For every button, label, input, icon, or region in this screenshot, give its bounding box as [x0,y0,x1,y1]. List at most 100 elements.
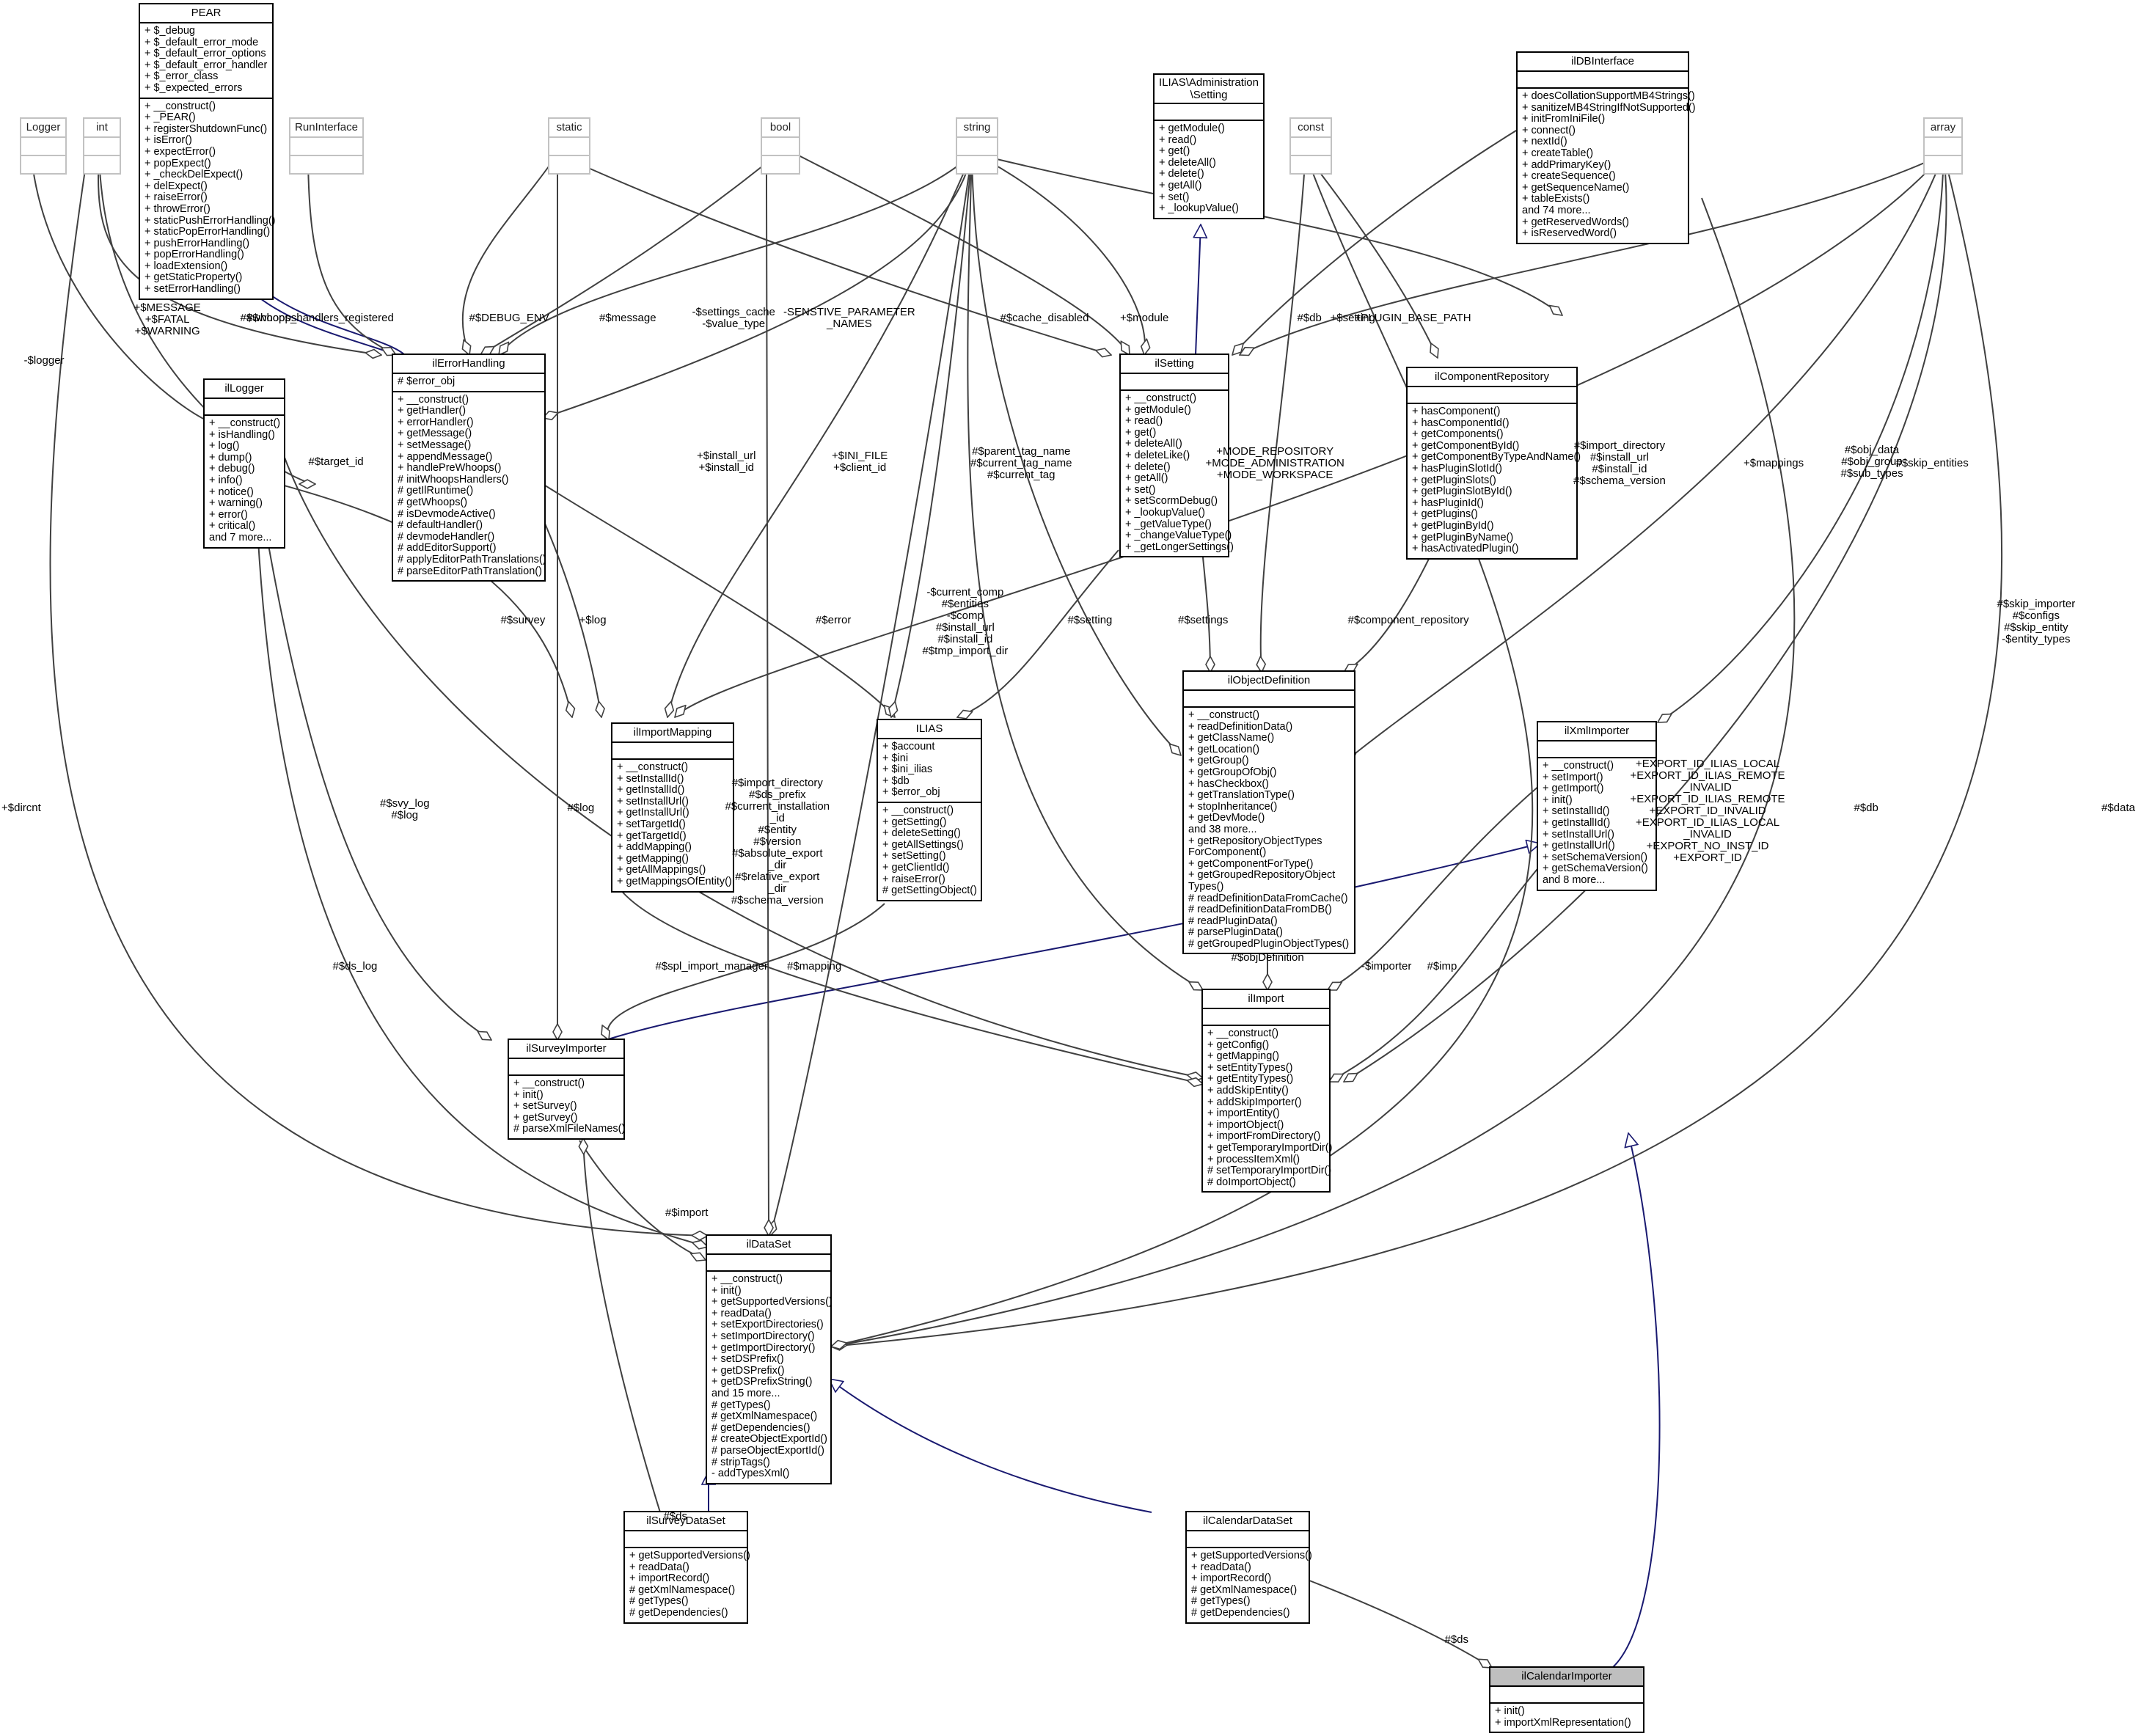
class-member: + readDefinitionData() [1188,720,1293,733]
edge-label: +$mappings [1744,457,1804,469]
class-ildbinterface[interactable]: ilDBInterface + doesCollationSupportMB4S… [1516,51,1696,244]
class-member: + createSequence() [1522,170,1616,183]
class-illogger[interactable]: ilLogger + __construct()+ isHandling()+ … [203,378,285,549]
assoc-edge [795,153,1130,355]
operations: + __construct()+ _PEAR()+ registerShutdo… [140,99,276,299]
class-ilias[interactable]: ILIAS + $account+ $ini+ $ini_ilias+ $db+… [877,719,982,901]
assoc-edge [770,153,973,1236]
class-ilias-administration-setting[interactable]: ILIAS\Administration \Setting + getModul… [1153,73,1265,219]
operations: + getSupportedVersions()+ readData()+ im… [625,1548,750,1622]
class-title: ilSurveyImporter [509,1040,623,1059]
class-member: + get() [1125,426,1157,439]
class-member: + getSetting() [882,816,947,828]
class-member: + getSequenceName() [1522,181,1630,194]
class-member: + __construct() [1188,709,1260,721]
class-member: + _getLongerSettings() [1125,541,1234,553]
assoc-edge [1261,153,1306,673]
class-member: + getSupportedVersions() [1191,1550,1312,1561]
class-ilerrorhandling[interactable]: ilErrorHandling # $error_obj + __constru… [392,354,546,582]
class-member: # parseObjectExportId() [711,1444,824,1457]
class-member: + delExpect() [144,180,208,192]
class-ilobjectdefinition[interactable]: ilObjectDefinition + __construct()+ read… [1182,670,1355,955]
class-member: + getGroupOfObj() [1188,766,1277,778]
class-title: ilErrorHandling [393,355,544,374]
class-member: # createObjectExportId() [711,1433,827,1446]
class-ilcalendardataset[interactable]: ilCalendarDataSet + getSupportedVersions… [1185,1511,1312,1624]
class-ilcomponentrepository[interactable]: ilComponentRepository + hasComponent()+ … [1406,367,1581,560]
class-member: + importRecord() [629,1572,710,1585]
class-ilsurveydataset[interactable]: ilSurveyDataSet + getSupportedVersions()… [623,1511,750,1624]
edge-label: +$INI_FILE+$client_id [832,450,888,474]
class-ilsurveyimporter[interactable]: ilSurveyImporter + __construct()+ init()… [508,1039,625,1140]
class-ilimportmapping[interactable]: ilImportMapping + __construct()+ setInst… [611,722,734,893]
operations: + __construct()+ setInstallId()+ getInst… [612,760,733,891]
class-bool[interactable]: bool [761,117,800,175]
class-member: + isError() [144,134,192,147]
class-member: + readData() [1191,1561,1251,1573]
edge-label: #$spl_import_manager [655,960,768,973]
class-member: + importObject() [1207,1118,1284,1131]
class-member: + setInstallId() [1543,805,1610,818]
class-member: + init() [513,1088,544,1101]
class-ilcalendarimporter[interactable]: ilCalendarImporter + init()+ importXmlRe… [1489,1666,1644,1734]
class-member: + _PEAR() [144,111,196,124]
assoc-edge [499,153,973,355]
class-member: + getPluginById() [1412,519,1494,532]
class-string[interactable]: string [956,117,998,175]
assoc-edge [252,381,708,1247]
edge-label: +PLUGIN_BASE_PATH [1354,312,1471,324]
class-int[interactable]: int [83,117,121,175]
class-title: RunInterface [290,119,362,138]
class-member: + deleteAll() [1159,156,1216,169]
class-member: + getRepositoryObjectTypes [1188,835,1322,847]
assoc-edge [967,153,1203,991]
edge-label: +$setting [1330,312,1375,324]
assoc-edge [98,150,381,355]
class-member: + initFromIniFile() [1522,113,1606,125]
assoc-edge [831,153,2002,1347]
class-ilsetting[interactable]: ilSetting + __construct()+ getModule()+ … [1119,354,1234,558]
assoc-edge [675,153,1944,717]
class-member: + setInstallId() [617,772,684,785]
class-member: + init() [711,1284,742,1297]
assoc-edge [831,197,1796,1347]
class-member: + getEntityTypes() [1207,1073,1294,1085]
class-member: # setTemporaryImportDir() [1207,1165,1332,1177]
class-title: ilComponentRepository [1408,368,1576,387]
class-member: + _lookupValue() [1125,506,1205,519]
class-pear[interactable]: PEAR + $_debug+ $_default_error_mode+ $_… [139,3,276,300]
class-member: and 74 more... [1522,204,1591,216]
edge-label: #$survey [500,614,546,626]
edge-label: -$settings_cache-$value_type [692,306,775,330]
class-static[interactable]: static [548,117,590,175]
class-member: + raiseError() [882,873,945,885]
edge-label: #$ds [1444,1633,1469,1646]
class-title: ilCalendarDataSet [1187,1512,1309,1531]
class-member: + setMessage() [398,439,472,451]
class-member: + addPrimaryKey() [1522,158,1611,171]
class-member: + warning() [209,497,263,510]
class-member: + tableExists() [1522,193,1590,205]
class-member: + addSkipImporter() [1207,1096,1302,1108]
class-member: + set() [1125,483,1156,496]
class-member: + get() [1159,145,1190,158]
class-member: + init() [1495,1705,1525,1717]
assoc-edge [463,153,558,355]
class-member: # getXmlNamespace() [1191,1583,1298,1596]
class-member: + setTargetId() [617,818,686,830]
class-member: + error() [209,508,248,521]
class-ildataset[interactable]: ilDataSet + __construct()+ init()+ getSu… [706,1234,833,1484]
class-logger[interactable]: Logger [20,117,67,175]
class-member: # addEditorSupport() [398,542,497,554]
class-const[interactable]: const [1289,117,1332,175]
class-ilimport[interactable]: ilImport + __construct()+ getConfig()+ g… [1201,989,1332,1193]
class-member: + $db [882,774,910,787]
class-member: + setDSPrefix() [711,1353,784,1366]
class-member: + getModule() [1125,403,1191,416]
class-title: ilSurveyDataSet [625,1512,747,1531]
class-member: # readDefinitionDataFromDB() [1188,904,1332,916]
class-array[interactable]: array [1923,117,1963,175]
class-member: # getXmlNamespace() [629,1583,736,1596]
class-ilxmlimporter[interactable]: ilXmlImporter + __construct()+ setImport… [1537,721,1657,891]
class-runinterface[interactable]: RunInterface [289,117,364,175]
